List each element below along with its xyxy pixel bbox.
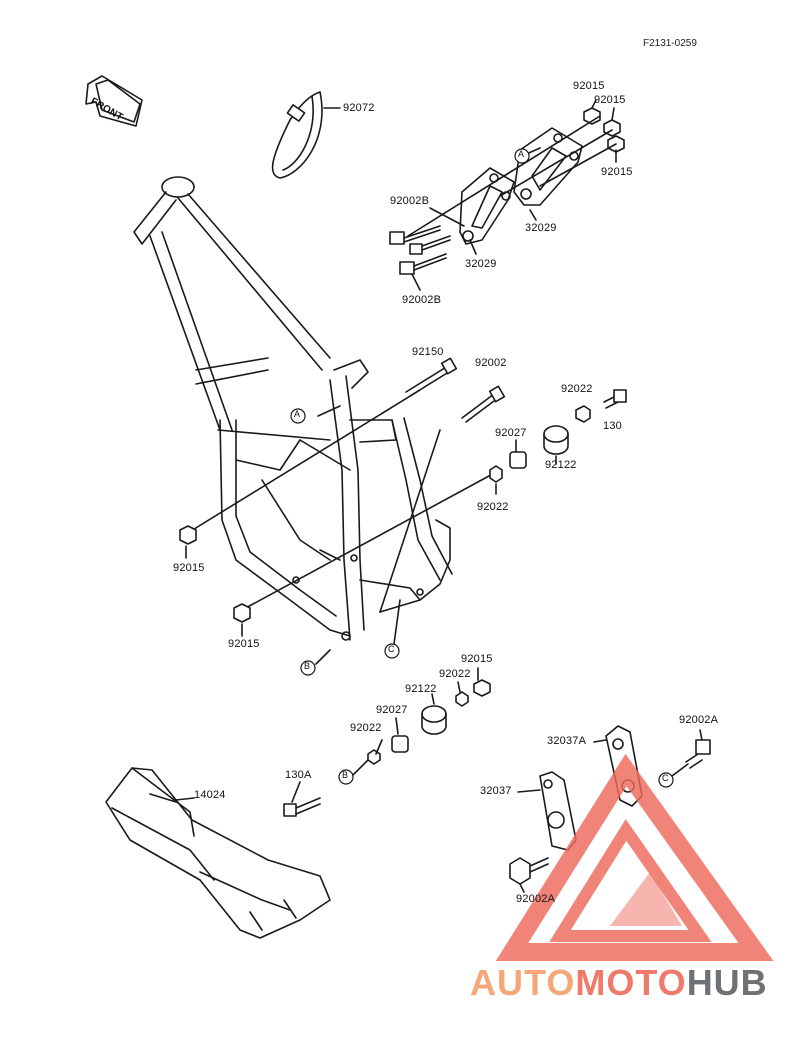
part-label-92002A-bottom: 92002A (516, 893, 556, 905)
part-label-92072: 92072 (343, 102, 375, 114)
part-label-130A: 130A (285, 769, 312, 781)
part-label-92002: 92002 (475, 357, 507, 369)
bolt-92002A-bottom (509, 857, 549, 885)
callout-c-low: C (662, 773, 669, 783)
strap-92072 (271, 91, 341, 179)
part-label-32037: 32037 (480, 785, 512, 797)
part-label-32029-right: 32029 (525, 222, 557, 234)
part-label-92015-a: 92015 (573, 80, 605, 92)
bolt-92150 (405, 357, 458, 397)
part-label-92122-top: 92122 (545, 459, 577, 471)
callout-b-low: B (342, 770, 349, 780)
callout-a-frame: A (294, 409, 301, 419)
bolts-92002B (389, 225, 451, 275)
part-label-92122-low: 92122 (405, 683, 437, 695)
watermark-text: AUTOMOTOHUB (470, 962, 768, 1004)
bracket-32029-right (513, 127, 583, 206)
nut-92015-left (179, 525, 197, 545)
skid-plate-14024 (105, 767, 331, 939)
figure-number: F2131-0259 (643, 38, 697, 49)
collar-92027-top (509, 451, 527, 469)
callout-b-frame: B (304, 661, 311, 671)
part-label-130: 130 (603, 420, 622, 432)
watermark-part-2: MOTO (575, 962, 687, 1003)
watermark-logo-icon (495, 753, 774, 961)
part-label-92015-left: 92015 (173, 562, 205, 574)
collar-92122-top (543, 425, 569, 455)
watermark-part-3: HUB (686, 962, 768, 1003)
callout-circles (290, 148, 674, 788)
nuts-92015-top (583, 107, 625, 153)
part-label-92002A-right: 92002A (679, 714, 719, 726)
part-label-92022-low: 92022 (439, 668, 471, 680)
bolt-92002A-right (685, 739, 711, 769)
part-label-92015-bottom: 92015 (228, 638, 260, 650)
part-label-92150: 92150 (412, 346, 444, 358)
part-label-92015-c: 92015 (601, 166, 633, 178)
collar-92122-low (421, 705, 447, 735)
callout-c-frame: C (388, 644, 395, 654)
part-label-92002B-bottom: 92002B (402, 294, 442, 306)
watermark-part-1: AUTO (470, 962, 576, 1003)
bolt-92002 (461, 385, 506, 423)
part-label-92027-top: 92027 (495, 427, 527, 439)
callout-a-top: A (518, 149, 525, 159)
part-label-92027-low: 92027 (376, 704, 408, 716)
part-label-92002B-top: 92002B (390, 195, 430, 207)
front-arrow-icon (85, 75, 143, 127)
part-label-92015-b: 92015 (594, 94, 626, 106)
nut-92015-bottom (233, 603, 251, 623)
part-label-92022-top: 92022 (561, 383, 593, 395)
bolt-130 (603, 389, 627, 409)
part-label-92022-low2: 92022 (350, 722, 382, 734)
main-frame (133, 176, 453, 641)
part-label-14024: 14024 (194, 789, 226, 801)
bracket-32037 (539, 771, 577, 851)
part-label-32037A: 32037A (547, 735, 587, 747)
bracket-32029-left (459, 167, 515, 245)
part-label-92022-mid: 92022 (477, 501, 509, 513)
part-label-92015-low: 92015 (461, 653, 493, 665)
bolt-130A (283, 797, 321, 817)
part-label-32029-left: 32029 (465, 258, 497, 270)
